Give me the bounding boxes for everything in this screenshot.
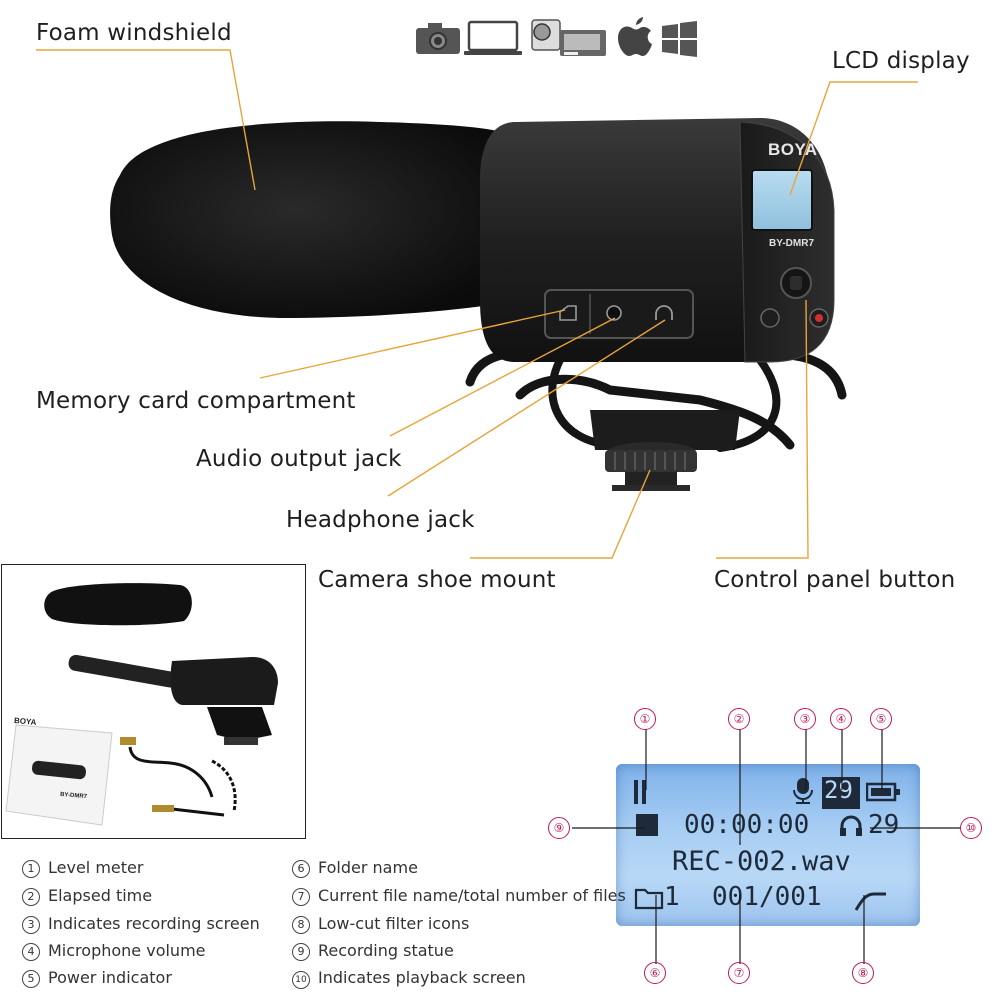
file-name: REC-002.wav (672, 846, 851, 877)
device-lcd-screen (751, 169, 813, 231)
elapsed-time: 00:00:00 (684, 810, 810, 840)
device-brand: BOYA (768, 140, 818, 159)
callout-memory-card: Memory card compartment (36, 388, 356, 414)
marker-5: ⑤ (870, 708, 892, 730)
headphone-port-icon (655, 305, 673, 320)
mount-clamp (590, 410, 740, 450)
callout-audio-output: Audio output jack (196, 446, 402, 472)
marker-8: ⑧ (852, 962, 874, 984)
audio-output-port (606, 305, 622, 321)
folder-name: 1 (664, 882, 680, 912)
inset-microphone (68, 654, 278, 745)
callout-headphone-jack: Headphone jack (286, 507, 475, 533)
inset-manual-brand: BOYA (13, 716, 37, 727)
lcd-detail-panel: 29 00:00:00 29 REC-002.wav 1 001/001 (616, 764, 920, 926)
compat-icons-svg (416, 17, 697, 57)
mic-volume-box (822, 777, 860, 809)
camcorder-icon (531, 19, 606, 56)
battery-icon (866, 782, 900, 802)
marker-9: ⑨ (548, 817, 570, 839)
windows-icon (662, 21, 697, 57)
inset-cable (128, 746, 237, 817)
folder-icon (634, 888, 664, 910)
callout-lcd-display: LCD display (832, 48, 970, 74)
compat-icons (414, 14, 699, 58)
marker-3: ③ (794, 708, 816, 730)
package-contents-svg (5, 583, 278, 826)
marker-1: ① (634, 708, 656, 730)
leader-lines (36, 49, 918, 559)
camera-icon (416, 23, 460, 54)
marker-6: ⑥ (644, 962, 666, 984)
recording-status-icon (636, 814, 658, 836)
package-contents-inset: BOYA BY-DMR7 (1, 564, 306, 839)
headphone-icon (840, 815, 862, 836)
power-button (760, 308, 780, 328)
callout-camera-shoe: Camera shoe mount (318, 567, 556, 593)
memory-card-icon (559, 305, 577, 321)
file-count: 001/001 (712, 882, 822, 912)
low-cut-filter-icon (854, 892, 886, 911)
mic-icon (793, 778, 813, 804)
callout-control-panel: Control panel button (714, 567, 956, 593)
marker-10: ⑩ (960, 817, 982, 839)
device-model: BY-DMR7 (769, 238, 815, 249)
mic-volume: 29 (824, 776, 853, 804)
apple-icon (618, 17, 652, 56)
inset-manual (5, 724, 113, 826)
playback-volume: 29 (868, 810, 900, 840)
laptop-icon (464, 20, 522, 55)
callout-foam-windshield: Foam windshield (36, 20, 232, 46)
marker-7: ⑦ (728, 962, 750, 984)
shoe-knob (605, 450, 697, 491)
inset-foam (44, 583, 192, 626)
marker-4: ④ (830, 708, 852, 730)
product-illustration (36, 49, 918, 559)
foam-windshield (110, 121, 520, 318)
level-meter-icon (634, 780, 638, 804)
marker-2: ② (728, 708, 750, 730)
